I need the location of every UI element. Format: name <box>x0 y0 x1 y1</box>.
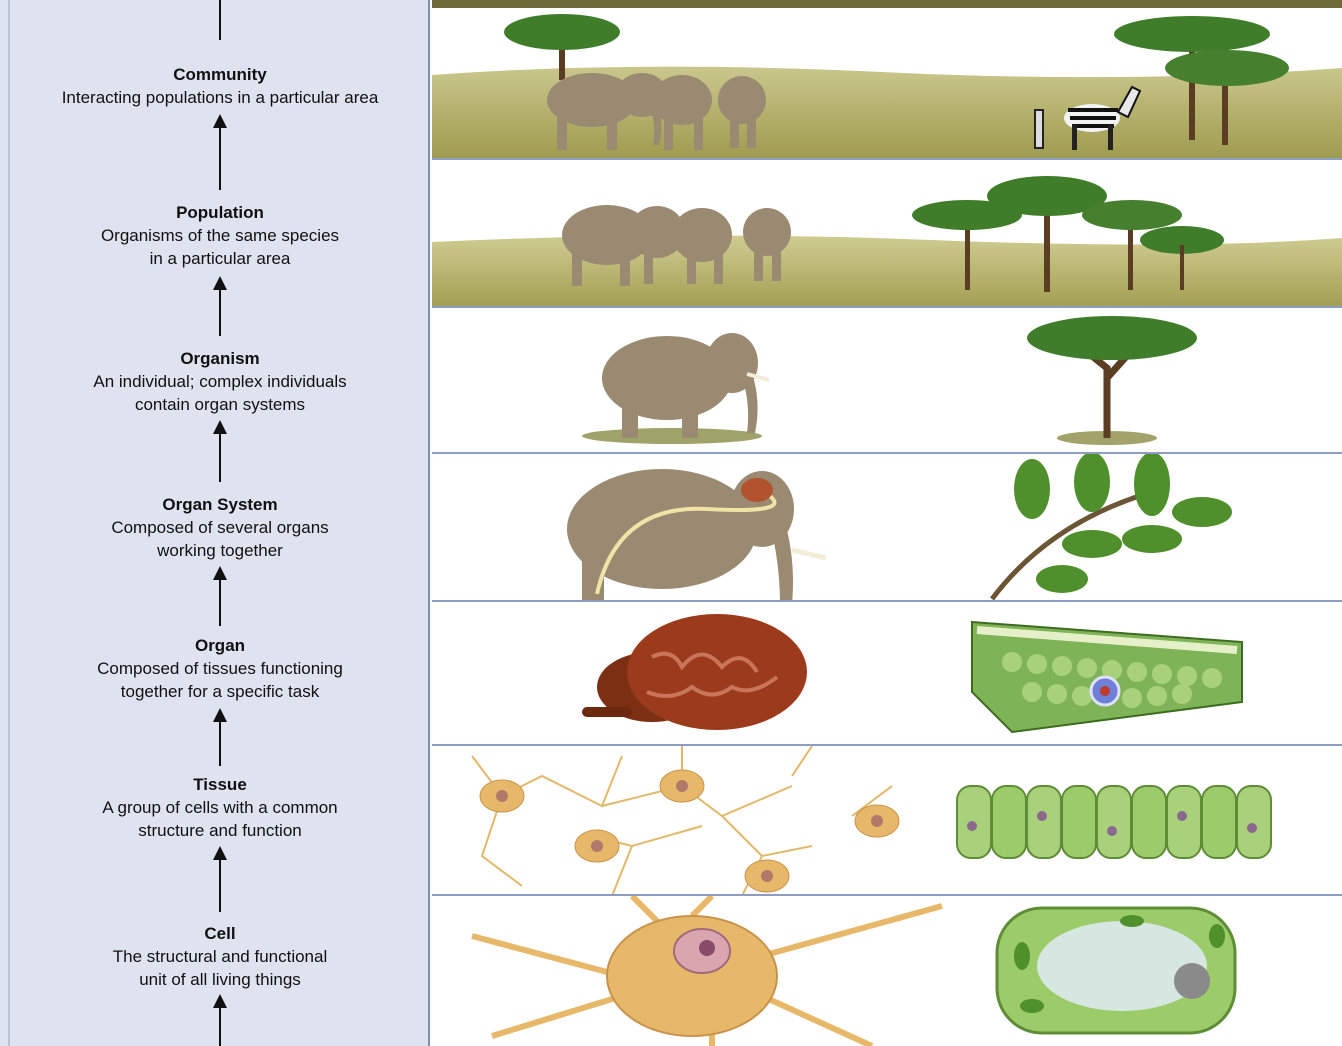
level-title: Community <box>20 64 420 86</box>
neuron-cell-bodies <box>480 770 899 892</box>
organ-system-illustration <box>432 454 1342 602</box>
neuron-icon <box>472 896 942 1046</box>
arrow-up <box>219 126 221 190</box>
leafy-branch-icon <box>992 454 1232 599</box>
level-population: Population Organisms of the same species… <box>20 202 420 270</box>
arrow-up <box>219 288 221 336</box>
level-community: Community Interacting populations in a p… <box>20 64 420 109</box>
level-organ: Organ Composed of tissues functioning to… <box>20 635 420 703</box>
level-description: Organisms of the same species in a parti… <box>20 224 420 270</box>
elephant-nervous-system-icon <box>567 469 826 602</box>
arrow-up <box>219 858 221 912</box>
leaf-cross-section-icon <box>972 622 1242 732</box>
level-description: A group of cells with a common structure… <box>20 796 420 842</box>
level-tissue: Tissue A group of cells with a common st… <box>20 774 420 842</box>
community-illustration <box>432 0 1342 160</box>
level-title: Organ <box>20 635 420 657</box>
organ-illustration <box>432 602 1342 746</box>
level-title: Organism <box>20 348 420 370</box>
level-description: The structural and functional unit of al… <box>20 945 420 991</box>
level-cell: Cell The structural and functional unit … <box>20 923 420 991</box>
cell-illustration <box>432 896 1342 1046</box>
level-description: Composed of several organs working toget… <box>20 516 420 562</box>
brain-icon <box>582 614 807 730</box>
level-organ-system: Organ System Composed of several organs … <box>20 494 420 562</box>
population-illustration <box>432 160 1342 308</box>
arrow-top <box>219 0 221 40</box>
arrow-up <box>219 432 221 482</box>
nerve-tissue-icon <box>472 746 892 896</box>
level-description: Interacting populations in a particular … <box>20 86 420 109</box>
level-title: Cell <box>20 923 420 945</box>
illustration-panel <box>432 0 1342 1046</box>
level-description: An individual; complex individuals conta… <box>20 370 420 416</box>
plant-tissue-icon <box>957 786 1271 858</box>
level-title: Organ System <box>20 494 420 516</box>
panel-edge <box>8 0 10 1046</box>
arrow-up <box>219 1006 221 1046</box>
acacia-tree-icon <box>1027 316 1197 438</box>
tissue-illustration <box>432 746 1342 896</box>
hierarchy-panel: Community Interacting populations in a p… <box>0 0 430 1046</box>
arrow-up <box>219 578 221 626</box>
arrow-up <box>219 720 221 766</box>
level-title: Population <box>20 202 420 224</box>
organism-illustration <box>432 308 1342 454</box>
level-title: Tissue <box>20 774 420 796</box>
plant-cell-icon <box>997 908 1235 1033</box>
elephant-icon <box>602 333 769 438</box>
level-description: Composed of tissues functioning together… <box>20 657 420 703</box>
level-organism: Organism An individual; complex individu… <box>20 348 420 416</box>
